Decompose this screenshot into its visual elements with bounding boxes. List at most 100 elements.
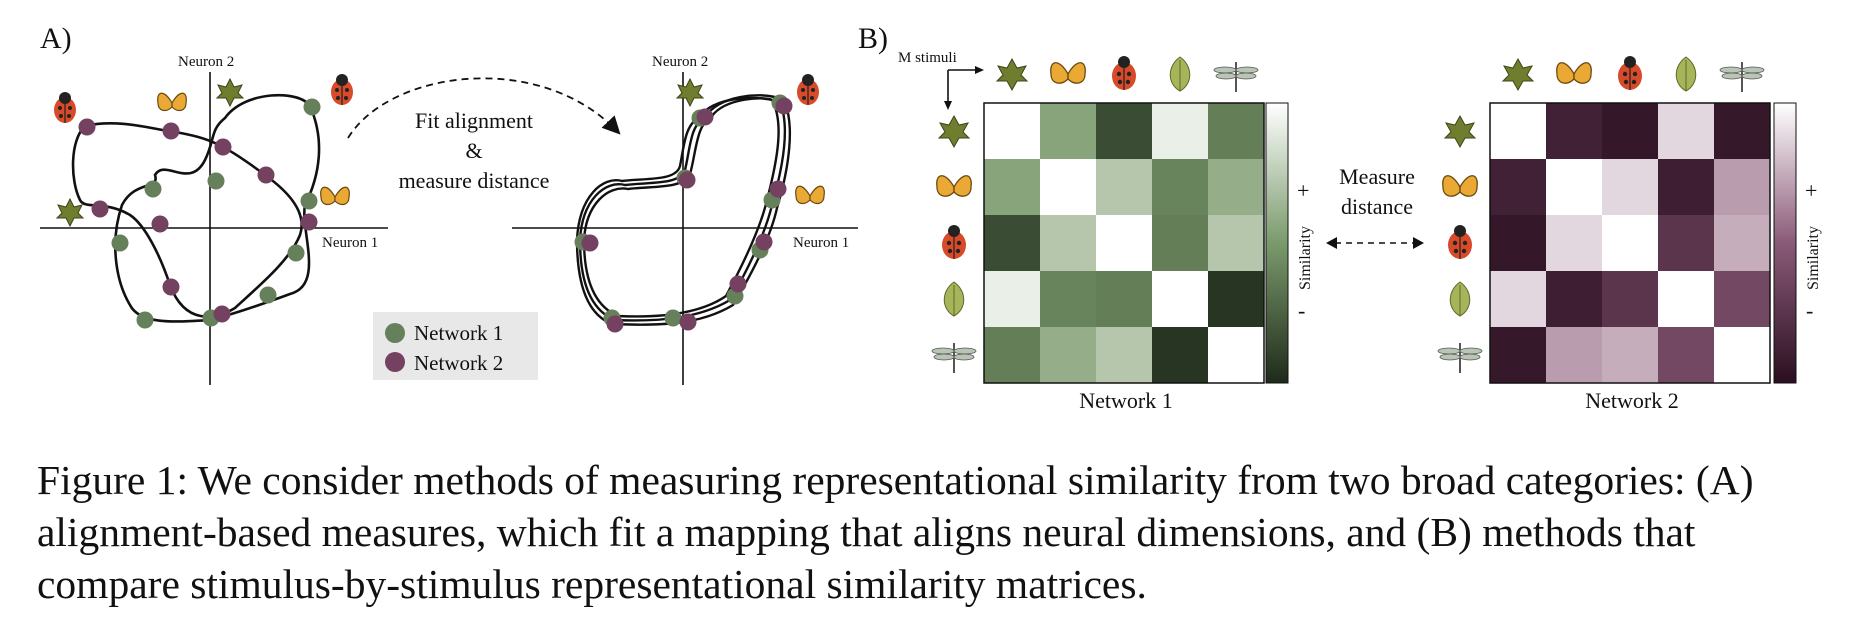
legend-network-2-swatch: [385, 352, 405, 372]
network-1-similarity-matrix: [983, 102, 1265, 384]
ladybug-icon: [54, 92, 76, 123]
matrix-cell-0-2: [1602, 103, 1658, 159]
leaf-icon: [943, 281, 965, 317]
matrix-cell-3-0: [1490, 271, 1546, 327]
butterfly-icon: [936, 175, 972, 197]
dragonfly-icon: [1437, 343, 1483, 373]
leaf-maple-icon: [937, 114, 971, 149]
matrix-cell-1-2: [1602, 159, 1658, 215]
network-2-colorbar-plus: +: [1805, 178, 1817, 203]
legend-network-2-label: Network 2: [414, 351, 503, 375]
matrix-cell-0-3: [1658, 103, 1714, 159]
butterfly-icon-3: [795, 185, 825, 205]
matrix-cell-4-4: [1714, 327, 1770, 383]
butterfly-icon-2: [320, 186, 350, 206]
butterfly-icon: [1050, 62, 1086, 84]
fit-alignment-text-3: measure distance: [399, 168, 550, 193]
matrix-cell-2-0: [984, 215, 1040, 271]
matrix-cell-2-0: [1490, 215, 1546, 271]
m-stimuli-label: M stimuli: [898, 50, 957, 66]
aligned-network-1-points: [574, 94, 789, 327]
measure-arrowhead-left: [1326, 237, 1337, 249]
matrix-cell-1-4: [1714, 159, 1770, 215]
matrix-cell-1-0: [1490, 159, 1546, 215]
matrix-cell-4-3: [1658, 327, 1714, 383]
right-axis-x-label: Neuron 1: [793, 235, 849, 251]
matrix-border: [983, 102, 1265, 384]
ladybug-icon-3: [797, 74, 819, 105]
matrix-cell-2-4: [1714, 215, 1770, 271]
measure-distance-text-1: Measure: [1339, 164, 1415, 189]
leaf-icon: [1675, 56, 1697, 92]
network-1-colorbar-plus: +: [1297, 178, 1309, 203]
matrix-cell-3-1: [1546, 271, 1602, 327]
ladybug-icon: [942, 225, 966, 259]
figure-caption: Figure 1: We consider methods of measuri…: [37, 457, 1754, 607]
network-2-matrix-title: Network 2: [1585, 388, 1678, 413]
network-2-similarity-matrix: [1489, 102, 1771, 384]
aligned-curves: [575, 94, 792, 326]
matrix-cell-4-1: [1040, 327, 1096, 383]
matrix-cell-3-1: [1040, 271, 1096, 327]
butterfly-icon: [157, 92, 187, 112]
matrix-cell-2-4: [1208, 215, 1264, 271]
matrix-cell-1-2: [1096, 159, 1152, 215]
leaf-maple-icon: [1443, 114, 1477, 149]
matrix-cell-3-4: [1208, 271, 1264, 327]
matrix-cell-4-0: [984, 327, 1040, 383]
leaf-maple-icon: [995, 57, 1029, 92]
dragonfly-icon: [1213, 62, 1259, 92]
matrix-cell-4-2: [1602, 327, 1658, 383]
matrix-cell-2-1: [1040, 215, 1096, 271]
matrix-cell-1-1: [1546, 159, 1602, 215]
right-axis-y-label: Neuron 2: [652, 54, 708, 70]
matrix-cell-2-2: [1096, 215, 1152, 271]
measure-distance-text-2: distance: [1341, 194, 1413, 219]
matrix-cell-3-2: [1096, 271, 1152, 327]
network-1-points: [111, 98, 321, 329]
leaf-maple-icon-2: [55, 197, 85, 228]
ladybug-icon-2: [331, 74, 353, 105]
figure-1: A) Neuron 2 Neuron 1: [40, 22, 1822, 413]
ladybug-icon: [1112, 56, 1136, 90]
butterfly-icon: [1442, 175, 1478, 197]
legend-network-1-swatch: [385, 323, 405, 343]
panel-a-label: A): [40, 22, 72, 55]
matrix-cell-4-3: [1152, 327, 1208, 383]
matrix-cell-2-3: [1152, 215, 1208, 271]
matrix-cell-1-1: [1040, 159, 1096, 215]
fit-alignment-arrow: [347, 77, 621, 139]
network-2-curve: [71, 122, 303, 318]
matrix-cell-0-0: [984, 103, 1040, 159]
matrix-cell-0-3: [1152, 103, 1208, 159]
matrix-cell-3-3: [1658, 271, 1714, 327]
network-1-colorbar-label: Similarity: [1297, 226, 1314, 290]
matrix-cell-0-2: [1096, 103, 1152, 159]
left-axis-y-label: Neuron 2: [178, 54, 234, 70]
aligned-network-2-points: [581, 97, 793, 333]
leaf-icon: [1449, 281, 1471, 317]
network-1-matrix-title: Network 1: [1079, 388, 1172, 413]
matrix-cell-0-1: [1040, 103, 1096, 159]
butterfly-icon: [1556, 62, 1592, 84]
matrix-cell-3-2: [1602, 271, 1658, 327]
left-axis-x-label: Neuron 1: [322, 235, 378, 251]
dragonfly-icon: [1719, 62, 1765, 92]
matrix-cell-4-0: [1490, 327, 1546, 383]
m-stimuli-arrow: [947, 69, 976, 102]
matrix-cell-0-4: [1208, 103, 1264, 159]
matrix-cell-1-4: [1208, 159, 1264, 215]
leaf-maple-icon: [1501, 57, 1535, 92]
m-stimuli-arrowhead-down: [944, 101, 952, 110]
leaf-icon: [1169, 56, 1191, 92]
matrix-cell-3-4: [1714, 271, 1770, 327]
fit-alignment-text-1: Fit alignment: [415, 108, 533, 133]
m-stimuli-arrowhead-right: [975, 66, 984, 74]
matrix-cell-1-0: [984, 159, 1040, 215]
matrix-cell-0-1: [1546, 103, 1602, 159]
matrix-cell-0-4: [1714, 103, 1770, 159]
network-2-colorbar-label: Similarity: [1805, 226, 1822, 290]
ladybug-icon: [1618, 56, 1642, 90]
fit-alignment-text-2: &: [465, 138, 482, 163]
leaf-maple-icon-3: [675, 77, 705, 108]
